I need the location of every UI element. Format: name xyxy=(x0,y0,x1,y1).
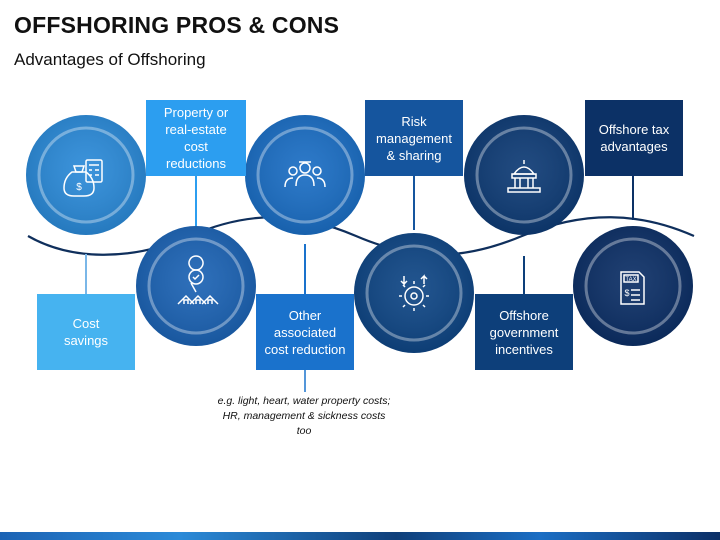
note-text: e.g. light, heart, water property costs;… xyxy=(217,395,391,437)
label-other-cost-text: Other associated cost reduction xyxy=(264,307,346,357)
page-subtitle: Advantages of Offshoring xyxy=(14,50,206,69)
gear-arrows-icon xyxy=(399,274,429,311)
svg-text:TAX: TAX xyxy=(625,277,636,283)
money-bag-calculator-icon: $ xyxy=(63,159,103,197)
svg-text:$: $ xyxy=(76,182,82,193)
team-people-icon xyxy=(284,161,326,188)
capitol-building-icon xyxy=(507,160,541,193)
label-risk-text: Risk management & sharing xyxy=(376,113,452,163)
circle-cost-savings: $ xyxy=(26,115,146,235)
houses-check-icon xyxy=(177,255,219,305)
label-risk: Risk management & sharing xyxy=(365,100,463,176)
page-title: OFFSHORING PROS & CONS xyxy=(14,12,340,38)
label-cost-savings-text: Cost savings xyxy=(63,316,109,348)
label-government-text: Offshore government incentives xyxy=(489,307,559,357)
label-tax: Offshore tax advantages xyxy=(585,100,683,176)
label-other-cost: Other associated cost reduction xyxy=(256,294,354,370)
wave-line xyxy=(27,216,695,256)
label-property: Property or real-estate cost reductions xyxy=(146,100,246,176)
svg-text:$: $ xyxy=(624,288,629,298)
label-government: Offshore government incentives xyxy=(475,294,573,370)
circle-property xyxy=(136,226,256,346)
label-cost-savings: Cost savings xyxy=(37,294,135,370)
circle-government xyxy=(464,115,584,235)
bottom-accent-bar xyxy=(0,532,720,540)
circle-other-cost xyxy=(245,115,365,235)
circle-tax: TAX $ xyxy=(573,226,693,346)
tax-document-icon: TAX $ xyxy=(620,271,645,305)
label-property-text: Property or real-estate cost reductions xyxy=(163,105,229,171)
circle-risk xyxy=(354,233,474,353)
label-tax-text: Offshore tax advantages xyxy=(598,122,670,154)
